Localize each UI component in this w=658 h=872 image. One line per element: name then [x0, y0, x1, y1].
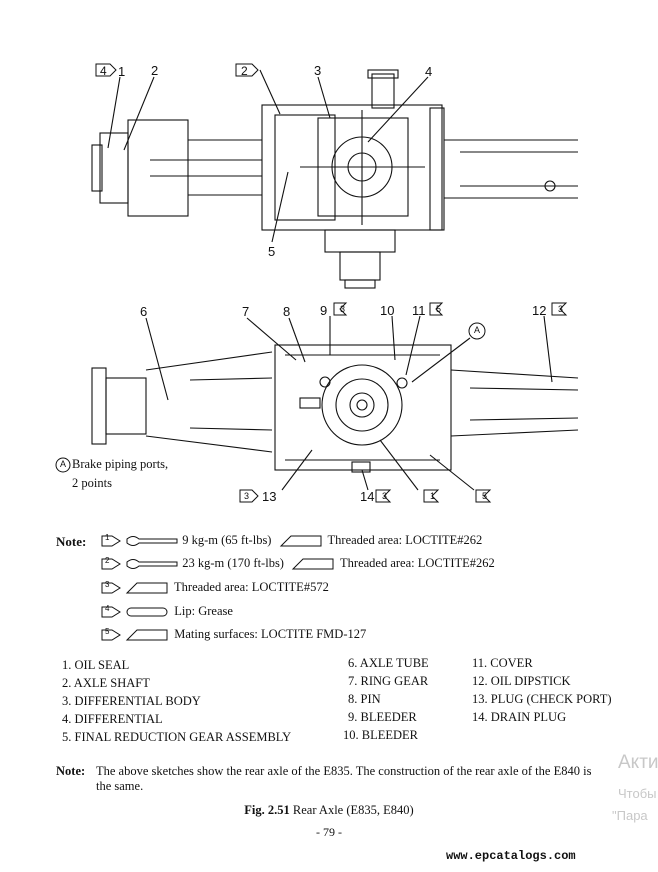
wrench-icon [126, 559, 178, 570]
seal-icon [126, 607, 168, 617]
bottom-axle-drawing [55, 302, 579, 503]
note-row-2: 2 23 kg-m (170 ft-lbs) Threaded area: LO… [100, 556, 495, 571]
callout-11: 11 [412, 303, 426, 318]
figure-title: Rear Axle (E835, E840) [292, 803, 414, 817]
tag-flag-11: 5 [436, 304, 442, 314]
note-row-1: 1 9 kg-m (65 ft-lbs) Threaded area: LOCT… [100, 533, 482, 548]
callout-8: 8 [283, 304, 291, 319]
callout-4: 4 [425, 64, 433, 79]
bolt-icon [279, 535, 322, 547]
tag-flag-14: 3 [382, 491, 388, 501]
page-number: - 79 - [316, 825, 342, 839]
callout-9: 9 [320, 303, 328, 318]
legend-item: 9. BLEEDER [348, 710, 417, 724]
callout-7: 7 [242, 304, 250, 319]
legend-item: 1. OIL SEAL [62, 658, 130, 672]
figure-caption: Fig. 2.51 Rear Axle (E835, E840) [0, 803, 658, 818]
footnote-line2: the same. [96, 779, 144, 793]
tag-flag-4: 4 [100, 64, 107, 78]
callout-2: 2 [151, 63, 159, 78]
legend-item: 13. PLUG (CHECK PORT) [472, 692, 612, 706]
callout-6: 6 [140, 304, 148, 319]
tag-arrow-icon [101, 535, 121, 547]
callout-3: 3 [314, 63, 322, 78]
legend-item: 7. RING GEAR [348, 674, 429, 688]
footnote-label: Note: [56, 764, 86, 778]
legend-item: 8. PIN [348, 692, 381, 706]
note-row-3: 3 Threaded area: LOCTITE#572 [100, 580, 329, 595]
tag-flag-9: 3 [340, 304, 346, 314]
tag-arrow-icon [101, 558, 121, 570]
legend-item: 12. OIL DIPSTICK [472, 674, 571, 688]
callout-12: 12 [532, 303, 547, 318]
circle-a-note-marker: A [60, 459, 67, 469]
figure-number: Fig. 2.51 [244, 803, 290, 817]
tag-arrow-icon [101, 606, 121, 618]
wrench-icon [126, 536, 178, 547]
bolt-icon [125, 629, 168, 641]
callout-10: 10 [380, 303, 395, 318]
note-label: Note: [56, 534, 87, 549]
legend-item: 10. BLEEDER [343, 728, 418, 742]
bolt-icon [125, 582, 168, 594]
callout-14: 14 [360, 489, 375, 504]
note-row-5: 5 Mating surfaces: LOCTITE FMD-127 [100, 627, 366, 642]
legend-item: 4. DIFFERENTIAL [62, 712, 163, 726]
site-link[interactable]: www.epcatalogs.com [446, 849, 576, 863]
legend-item: 14. DRAIN PLUG [472, 710, 567, 724]
brake-note-line1: Brake piping ports, [72, 457, 169, 471]
circle-a-marker: A [474, 325, 481, 335]
tag-flag-12: 3 [558, 304, 564, 314]
tag-flag-13: 3 [244, 491, 250, 501]
bolt-icon [291, 558, 334, 570]
tag-arrow-icon [101, 582, 121, 594]
note-row-4: 4 Lip: Grease [100, 604, 233, 619]
footnote-line1: The above sketches show the rear axle of… [96, 764, 592, 778]
tag-flag-1-bottom: 1 [430, 491, 436, 501]
tag-flag-2: 2 [241, 64, 248, 78]
watermark-text-3: "Пара [612, 808, 648, 823]
top-axle-drawing [91, 63, 578, 289]
brake-note-line2: 2 points [72, 476, 112, 490]
legend-item: 6. AXLE TUBE [348, 656, 429, 670]
callout-13: 13 [262, 489, 277, 504]
legend-item: 11. COVER [472, 656, 533, 670]
legend-item: 3. DIFFERENTIAL BODY [62, 694, 201, 708]
callout-1: 1 [118, 64, 126, 79]
legend-item: 5. FINAL REDUCTION GEAR ASSEMBLY [62, 730, 292, 744]
tag-arrow-icon [101, 629, 121, 641]
watermark-text-2: Чтобы [618, 786, 657, 801]
legend-item: 2. AXLE SHAFT [62, 676, 150, 690]
tag-flag-5-bottom: 5 [482, 491, 488, 501]
callout-5: 5 [268, 244, 276, 259]
watermark-text-1: Акти [618, 752, 658, 773]
